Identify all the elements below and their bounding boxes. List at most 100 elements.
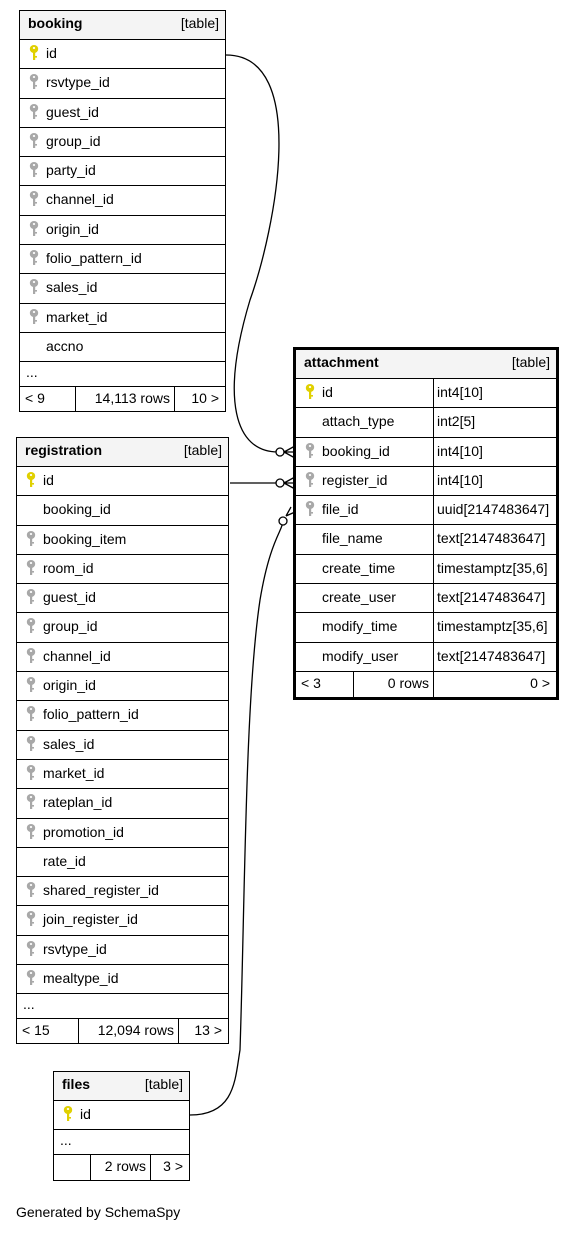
column-name: party_id [46,162,96,179]
column-row-channel-id[interactable]: channel_id [17,643,228,673]
foreign-key-icon [26,970,36,986]
foreign-key-icon [26,735,36,751]
foreign-key-icon [26,530,36,546]
column-row-party-id[interactable]: party_id [20,157,225,187]
row-count: 12,094 rows [78,1019,178,1044]
column-row-market-id[interactable]: market_id [17,760,228,790]
child-count-link[interactable]: 10 > [174,387,225,412]
column-row-origin-id[interactable]: origin_id [17,672,228,702]
column-row-group-id[interactable]: group_id [20,128,225,158]
parent-count-link[interactable]: < 3 [301,674,321,691]
more-columns-ellipsis: ... [17,994,228,1020]
table-name: booking [28,15,83,31]
column-row-sales-id[interactable]: sales_id [17,731,228,760]
column-row-booking-item[interactable]: booking_item [17,526,228,555]
column-name: guest_id [46,103,99,120]
column-row-mealtype-id[interactable]: mealtype_id [17,965,228,995]
foreign-key-icon [26,882,36,898]
column-name: channel_id [46,191,114,208]
column-row-rateplan-id[interactable]: rateplan_id [17,789,228,819]
column-name: group_id [46,132,101,149]
column-row-guest-id[interactable]: guest_id [20,99,225,128]
column-row-id[interactable]: id int4[10] [296,379,556,409]
column-row-guest-id[interactable]: guest_id [17,584,228,614]
foreign-key-icon [26,677,36,693]
foreign-key-icon [26,911,36,927]
generated-by-credit: Generated by SchemaSpy [16,1204,181,1220]
column-row-origin-id[interactable]: origin_id [20,216,225,246]
column-row-room-id[interactable]: room_id [17,555,228,585]
table-type-tag: [table] [511,354,550,370]
column-name: modify_user [322,647,399,664]
column-row-folio-pattern-id[interactable]: folio_pattern_id [17,701,228,731]
optional-marker [275,447,285,457]
column-name: shared_register_id [43,882,159,899]
parent-count-link[interactable]: < 15 [22,1022,50,1039]
column-row-shared-register-id[interactable]: shared_register_id [17,877,228,907]
column-row-rsvtype-id[interactable]: rsvtype_id [17,936,228,966]
column-row-id[interactable]: id [20,40,225,70]
foreign-key-icon [26,940,36,956]
column-row-market-id[interactable]: market_id [20,304,225,333]
column-name: attach_type [322,413,395,430]
foreign-key-icon [26,618,36,634]
parent-count-link[interactable]: < 9 [25,390,45,407]
parent-count-link[interactable] [54,1155,59,1180]
column-row-folio-pattern-id[interactable]: folio_pattern_id [20,245,225,275]
column-row-booking-id[interactable]: booking_id [17,496,228,526]
foreign-key-icon [26,559,36,575]
foreign-key-icon [29,308,39,324]
column-row-accno[interactable]: accno [20,333,225,363]
column-row-channel-id[interactable]: channel_id [20,186,225,216]
column-row-sales-id[interactable]: sales_id [20,274,225,304]
edge-files-id-to-attachment-file-id [189,520,284,1116]
column-row-group-id[interactable]: group_id [17,613,228,643]
column-row-rate-id[interactable]: rate_id [17,848,228,878]
table-name: attachment [304,354,379,370]
child-count-link[interactable]: 0 > [433,671,556,697]
column-row-promotion-id[interactable]: promotion_id [17,819,228,848]
foreign-key-icon [29,220,39,236]
column-name: sales_id [43,735,95,752]
column-name: join_register_id [43,911,138,928]
column-name: mealtype_id [43,970,119,987]
column-name: rateplan_id [43,794,113,811]
column-row-join-register-id[interactable]: join_register_id [17,906,228,936]
row-count: 2 rows [90,1155,150,1180]
column-name: id [322,384,333,400]
column-name: sales_id [46,279,98,296]
column-name: booking_item [43,530,127,547]
column-row-id[interactable]: id [17,467,228,497]
column-type: timestamptz[35,6] [433,554,556,584]
column-name: channel_id [43,647,111,664]
more-columns-ellipsis: ... [54,1130,189,1155]
column-type: int4[10] [433,466,556,496]
column-name: market_id [43,764,105,781]
child-count-link[interactable]: 3 > [150,1155,189,1180]
column-row-id[interactable]: id [54,1101,189,1130]
column-name: folio_pattern_id [46,250,142,267]
column-name: guest_id [43,589,96,606]
foreign-key-icon [29,250,39,266]
column-row-rsvtype-id[interactable]: rsvtype_id [20,69,225,99]
optional-marker [278,516,288,526]
column-type: int4[10] [433,379,556,408]
child-count-link[interactable]: 13 > [178,1019,228,1044]
